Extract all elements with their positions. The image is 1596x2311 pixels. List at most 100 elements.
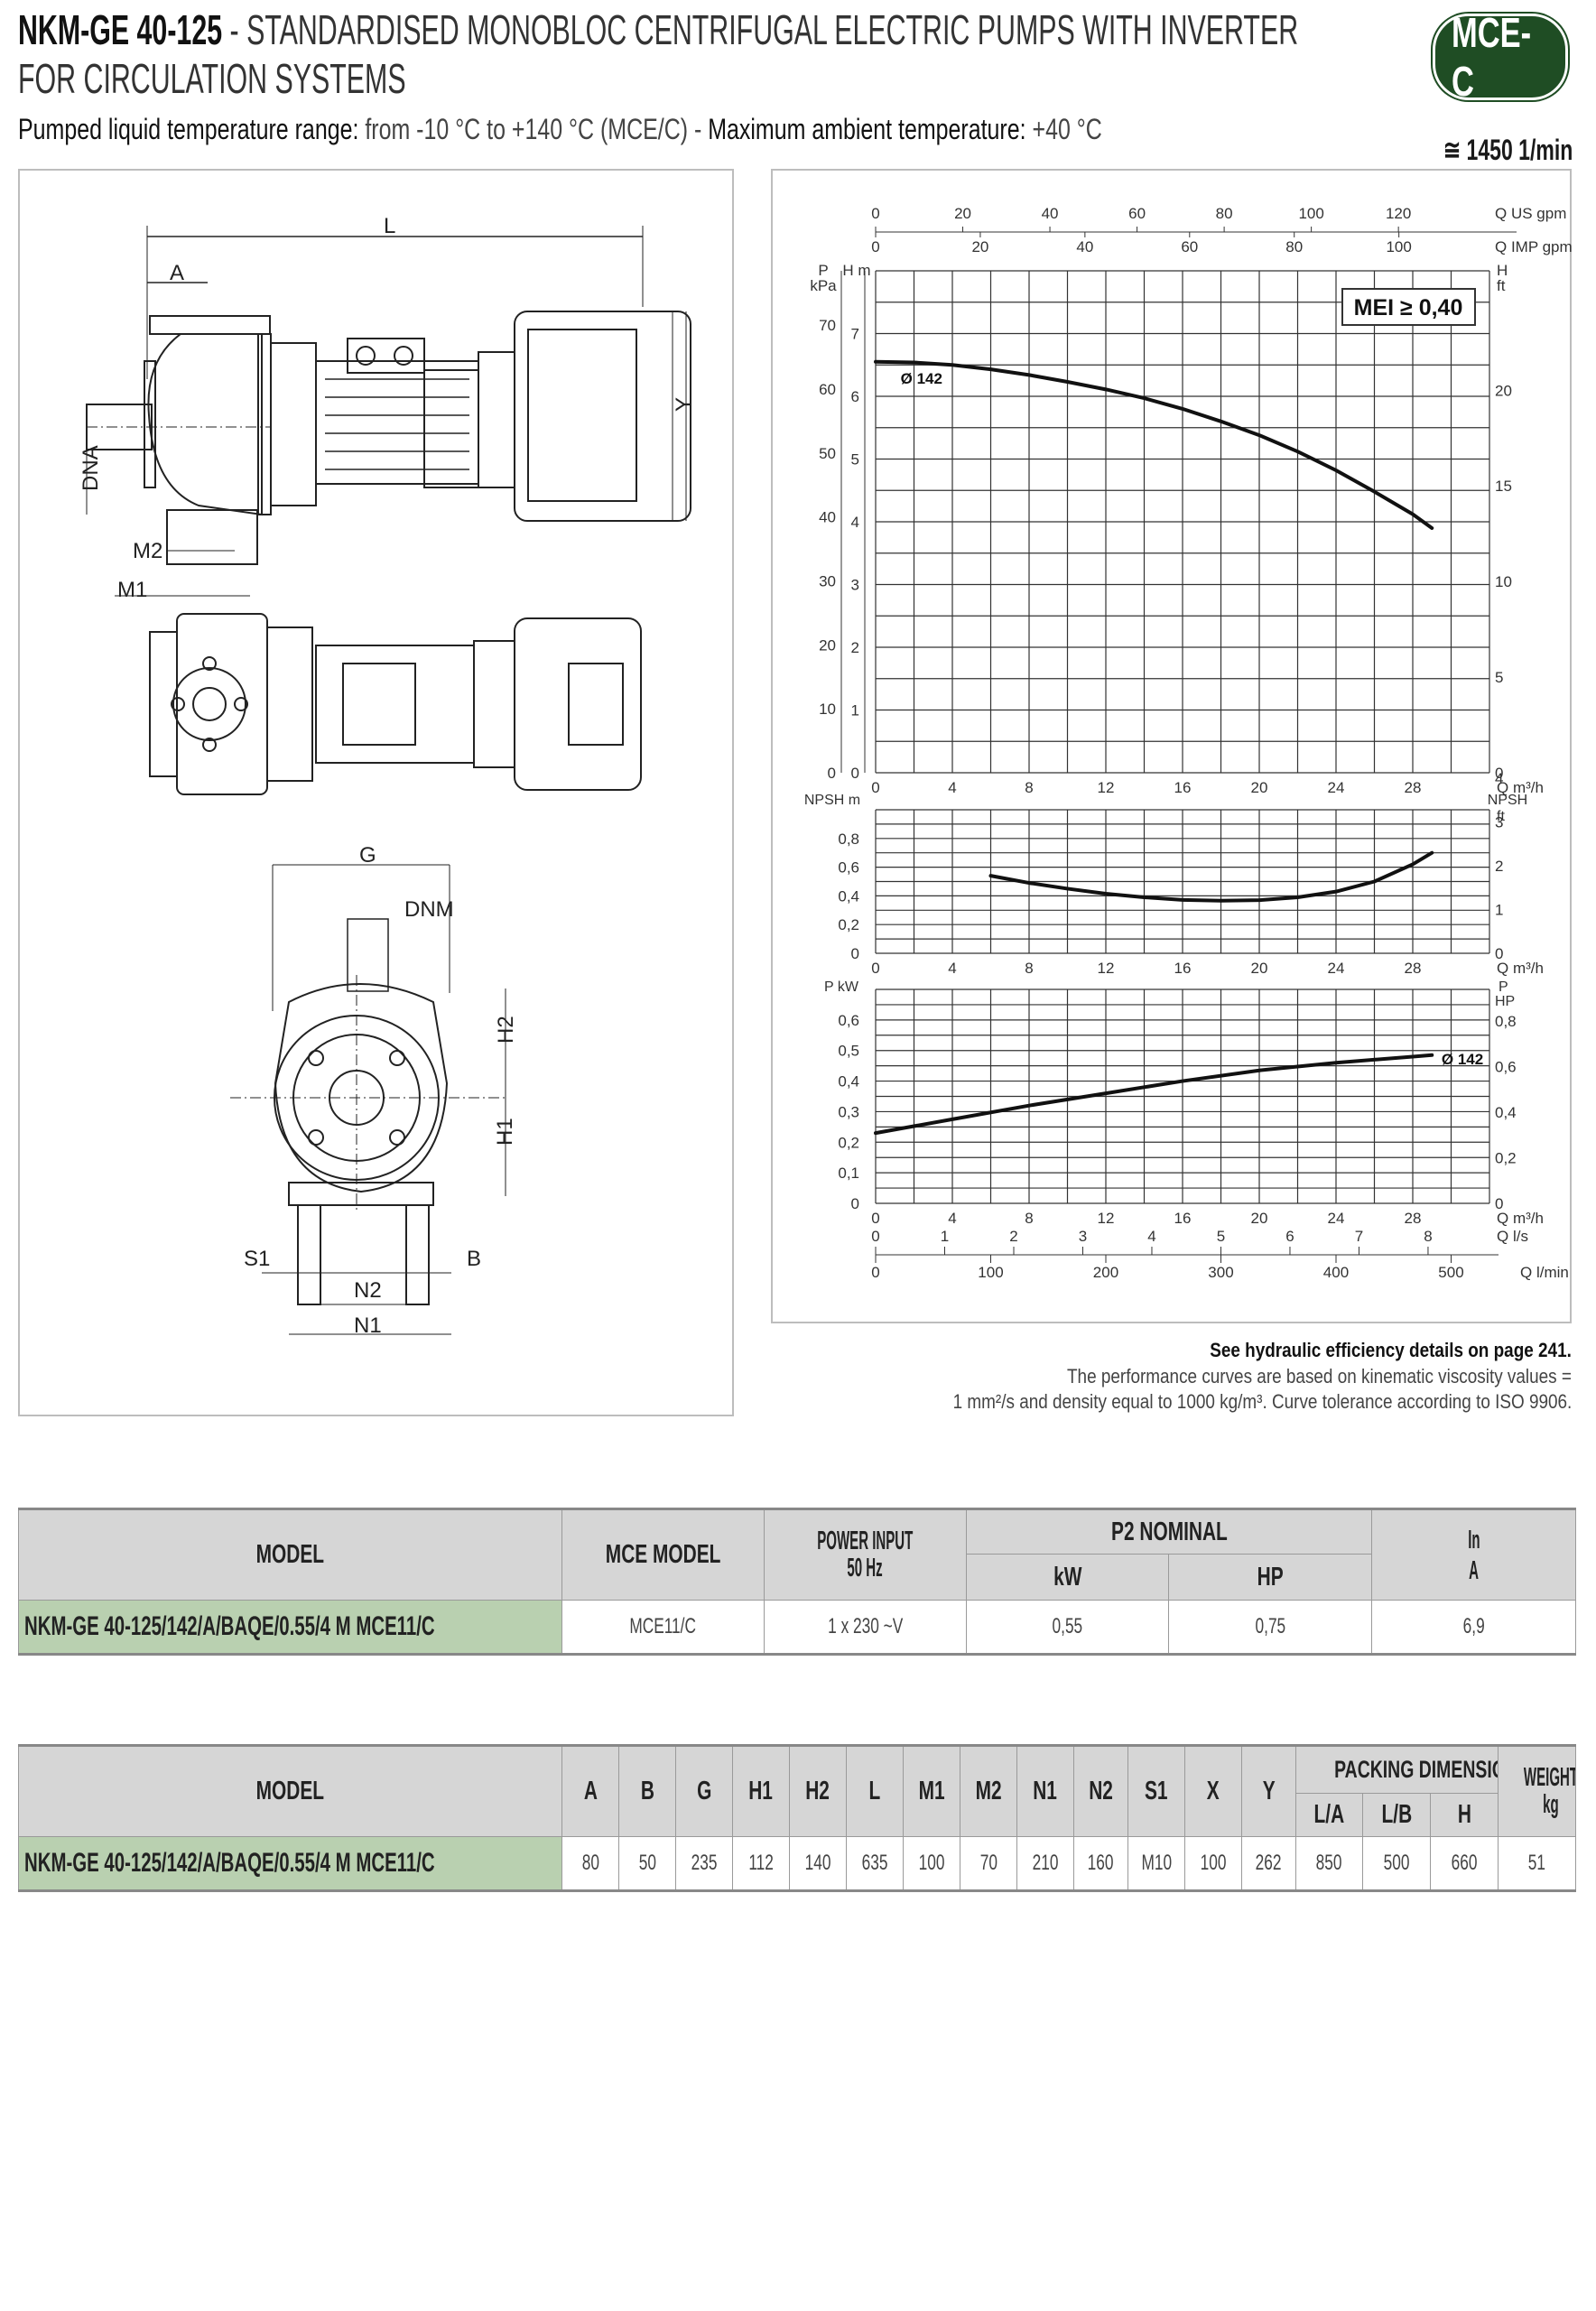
us-gpm-label: Q US gpm: [1495, 205, 1566, 222]
pump-front-view: [230, 864, 506, 1335]
cell-dim-x: 100: [1184, 1836, 1242, 1891]
x-tick-label: 24: [1328, 1210, 1345, 1227]
y-tick-label-npsh: 0,8: [838, 831, 859, 848]
y-tick-label-m: 3: [851, 577, 859, 594]
y-tick-label-ft: 20: [1495, 382, 1512, 399]
dim-label-DNA: DNA: [79, 445, 103, 491]
ls-tick-label: 1: [941, 1228, 949, 1245]
ambient-label: Maximum ambient temperature:: [708, 113, 1026, 145]
cell-packing-1: 500: [1362, 1836, 1431, 1891]
title-description: - STANDARDISED MONOBLOC CENTRIFUGAL ELEC…: [222, 6, 1299, 53]
y-tick-label-kpa: 30: [819, 572, 836, 589]
header-dim-n1: N1: [1016, 1745, 1074, 1837]
header-dim-g: G: [675, 1745, 733, 1837]
axis-label-h: H m: [842, 262, 870, 279]
header-dim-h1: H1: [732, 1745, 790, 1837]
lmin-tick-label: 300: [1208, 1264, 1233, 1281]
x-tick-label: 12: [1098, 779, 1115, 796]
cell-dim-l: 635: [846, 1836, 904, 1891]
dim-label-DNM: DNM: [404, 897, 454, 922]
x-tick-label: 24: [1328, 960, 1345, 977]
y-tick-label-kpa: 0: [828, 765, 836, 782]
header-dim-m2: M2: [960, 1745, 1017, 1837]
imp-gpm-tick-label: 60: [1181, 238, 1198, 255]
us-gpm-tick-label: 20: [954, 205, 971, 222]
ls-tick-label: 6: [1285, 1228, 1294, 1245]
ls-tick-label: 4: [1147, 1228, 1155, 1245]
cell-power-input: 1 x 230 ~V: [764, 1600, 967, 1655]
lmin-tick-label: 100: [978, 1264, 1003, 1281]
y-tick-label-kpa: 40: [819, 509, 836, 526]
dim-label-S1: S1: [244, 1247, 270, 1271]
axis-label-hp: HP: [1495, 994, 1515, 1009]
y-tick-label-npsh-ft: 1: [1495, 902, 1503, 919]
x-tick-label: 8: [1025, 779, 1033, 796]
y-tick-label-ft: 0: [1495, 765, 1503, 782]
y-tick-label-kw: 0,3: [838, 1103, 859, 1120]
y-tick-label-kpa: 10: [819, 701, 836, 718]
cell-model: NKM-GE 40-125/142/A/BAQE/0.55/4 M MCE11/…: [18, 1836, 562, 1891]
curve-1-0: [988, 850, 1434, 903]
header-dim-x: X: [1184, 1745, 1242, 1837]
ls-tick-label: 3: [1079, 1228, 1087, 1245]
cell-kw: 0,55: [966, 1600, 1169, 1655]
cell-dim-n2: 160: [1073, 1836, 1128, 1891]
header-dim-s1: S1: [1127, 1745, 1185, 1837]
curve-label-power: Ø 142: [1442, 1051, 1483, 1068]
header-dim-y: Y: [1241, 1745, 1296, 1837]
us-gpm-tick-label: 40: [1042, 205, 1059, 222]
ls-tick-label: 5: [1217, 1228, 1225, 1245]
lmin-tick-label: 200: [1093, 1264, 1118, 1281]
header-dim-l: L: [846, 1745, 904, 1837]
y-tick-label-npsh: 0: [851, 945, 859, 962]
rotation-speed: ≅ 1450 1/min: [1393, 134, 1573, 166]
y-tick-label-hp: 0,6: [1495, 1059, 1517, 1076]
y-tick-label-m: 4: [851, 514, 859, 531]
y-tick-label-kw: 0: [851, 1195, 859, 1212]
lmin-tick-label: 0: [871, 1264, 879, 1281]
x-tick-label: 8: [1025, 960, 1033, 977]
cell-dim-n1: 210: [1016, 1836, 1074, 1891]
x-axis-label: Q m³/h: [1497, 1210, 1544, 1227]
x-tick-label: 12: [1098, 1210, 1115, 1227]
mei-label: MEI ≥ 0,40: [1354, 295, 1463, 320]
header-model: MODEL: [18, 1508, 562, 1601]
weight-label: WEIGHT: [1523, 1762, 1576, 1792]
y-tick-label-m: 7: [851, 326, 859, 343]
curves-note-1: The performance curves are based on kine…: [985, 1365, 1572, 1388]
x-tick-label: 20: [1251, 960, 1268, 977]
y-tick-label-ft: 15: [1495, 478, 1512, 495]
curves-note-2: 1 mm²/s and density equal to 1000 kg/m³.…: [852, 1390, 1572, 1414]
axis-label-npsh-right: NPSH: [1488, 793, 1527, 808]
header-packing-1: L/B: [1362, 1793, 1431, 1837]
y-tick-label-hp: 0,2: [1495, 1150, 1517, 1167]
page-title-line2: FOR CIRCULATION SYSTEMS: [18, 56, 606, 101]
header-dim-a: A: [561, 1745, 619, 1837]
ambient-value: +40 °C: [1025, 113, 1102, 145]
y-tick-label-m: 0: [851, 765, 859, 782]
y-tick-label-kw: 0,4: [838, 1073, 859, 1091]
note-line2: The performance curves are based on kine…: [1067, 1365, 1572, 1388]
header-dim-b: B: [618, 1745, 676, 1837]
cell-model: NKM-GE 40-125/142/A/BAQE/0.55/4 M MCE11/…: [18, 1600, 562, 1655]
note-line3: 1 mm²/s and density equal to 1000 kg/m³.…: [952, 1390, 1572, 1413]
speed-label: ≅ 1450 1/min: [1443, 134, 1573, 166]
y-tick-label-m: 2: [851, 639, 859, 656]
y-tick-label-m: 1: [851, 702, 859, 719]
imp-gpm-tick-label: 80: [1285, 238, 1303, 255]
power-input-freq: 50 Hz: [847, 1553, 884, 1582]
pump-side-view: [86, 226, 691, 597]
x-tick-label: 16: [1174, 1210, 1192, 1227]
us-gpm-tick-label: 80: [1216, 205, 1233, 222]
dim-label-A: A: [170, 261, 184, 285]
header-model: MODEL: [18, 1745, 562, 1837]
imp-gpm-label: Q IMP gpm: [1495, 238, 1572, 255]
y-tick-label-kw: 0,2: [838, 1134, 859, 1151]
axis-label-ft: ft: [1497, 277, 1506, 294]
y-tick-label-kpa: 50: [819, 445, 836, 462]
title-model: NKM-GE 40-125: [18, 6, 223, 53]
cell-packing-0: 850: [1295, 1836, 1363, 1891]
y-tick-label-kw: 0,1: [838, 1165, 859, 1182]
y-tick-label-kpa: 60: [819, 381, 836, 398]
